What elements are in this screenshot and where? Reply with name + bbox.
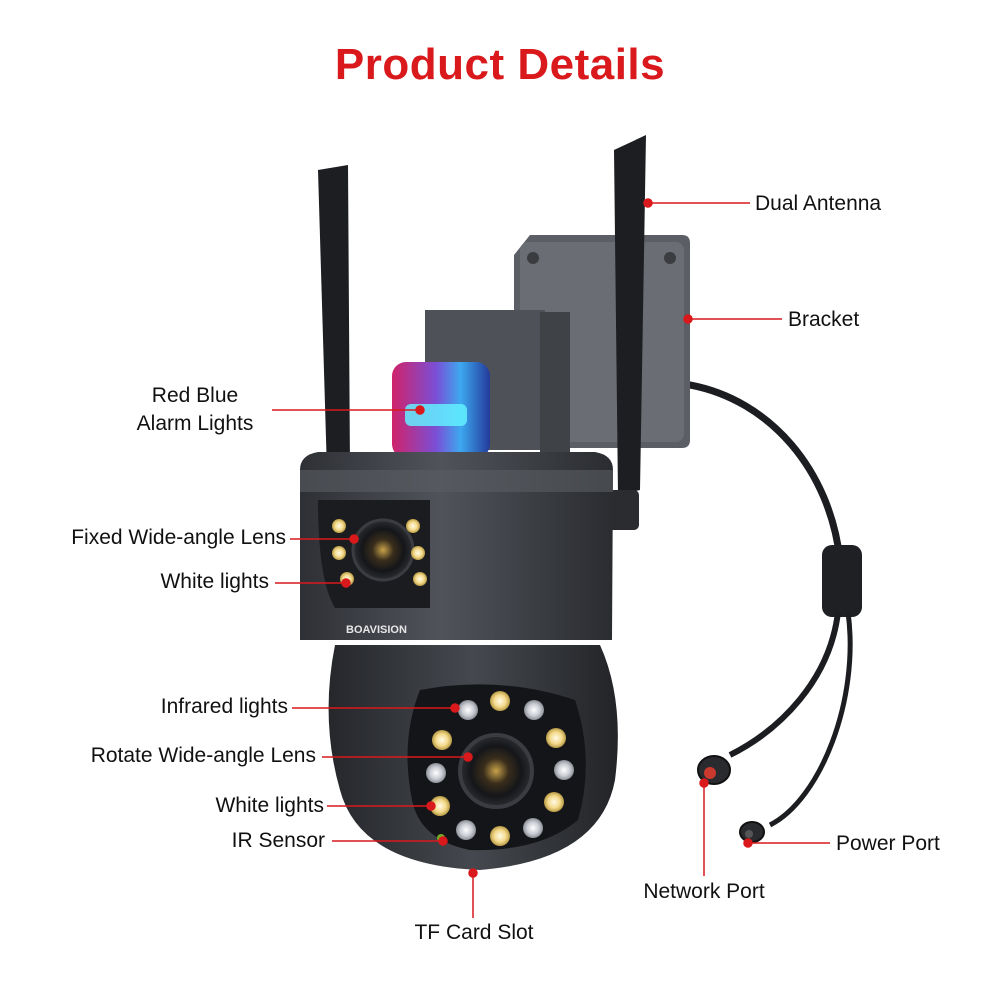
label-bracket: Bracket bbox=[788, 308, 860, 331]
label-dual-antenna: Dual Antenna bbox=[755, 192, 882, 215]
page-title: Product Details bbox=[334, 40, 666, 89]
cable bbox=[686, 381, 844, 564]
label-power-port: Power Port bbox=[836, 832, 940, 855]
fixed-lens bbox=[351, 518, 415, 582]
label-rotate-lens: Rotate Wide-angle Lens bbox=[90, 744, 316, 767]
cable-splitter bbox=[822, 545, 862, 617]
label-white-lights-bottom: White lights bbox=[215, 794, 324, 817]
network-cable bbox=[728, 611, 841, 758]
label-tf-card-slot: TF Card Slot bbox=[414, 921, 534, 944]
rotate-lens bbox=[458, 733, 534, 809]
label-fixed-lens: Fixed Wide-angle Lens bbox=[71, 526, 286, 549]
label-ir-sensor: IR Sensor bbox=[231, 829, 325, 852]
left-antenna bbox=[318, 165, 350, 472]
label-network-port: Network Port bbox=[643, 880, 765, 903]
brand-logo: BOAVISION bbox=[346, 624, 407, 636]
label-white-lights-top: White lights bbox=[160, 570, 269, 593]
right-antenna bbox=[614, 135, 646, 495]
power-cable bbox=[768, 611, 853, 828]
label-alarm-lights-line1: Red Blue bbox=[151, 384, 239, 407]
label-alarm-lights-line2: Alarm Lights bbox=[136, 412, 254, 435]
label-infrared-lights: Infrared lights bbox=[160, 695, 288, 718]
rotate-leds bbox=[426, 691, 574, 846]
